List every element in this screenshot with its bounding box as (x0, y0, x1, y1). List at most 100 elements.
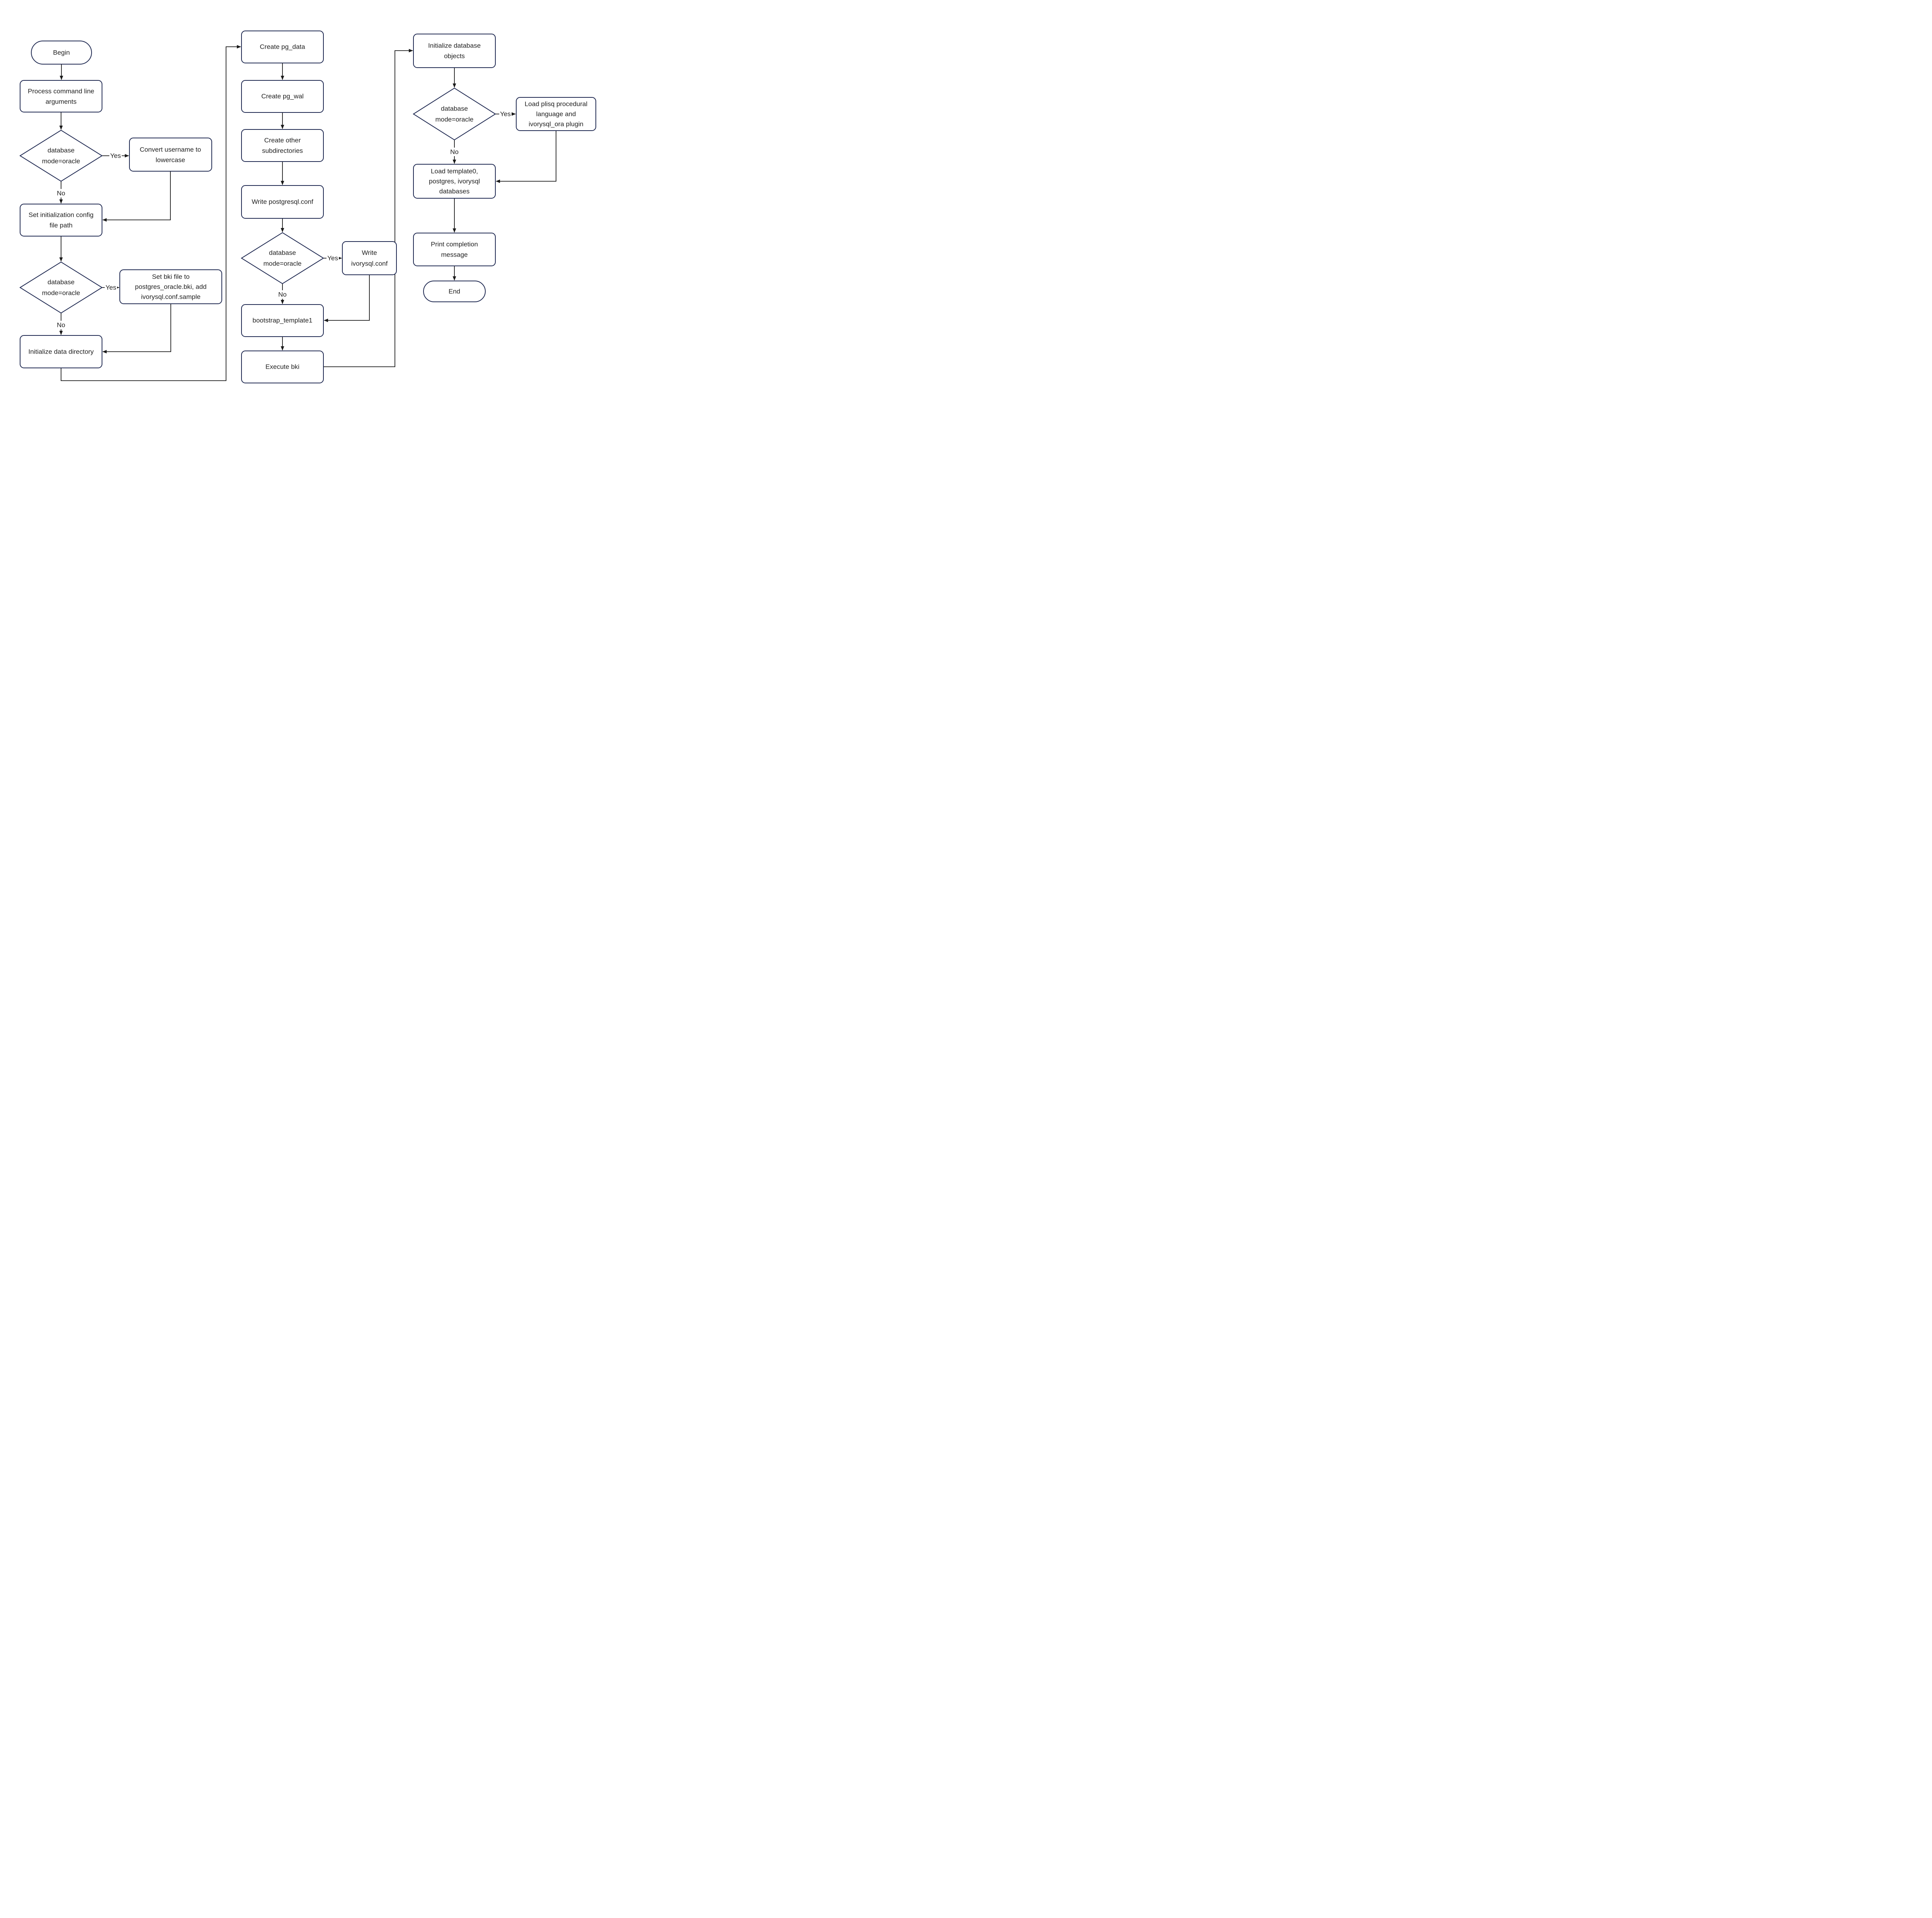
node-decision-mode-4: database mode=oracle (413, 87, 496, 141)
node-load-plisq-plugin: Load plisq procedural language and ivory… (516, 97, 596, 131)
node-label: bootstrap_template1 (253, 317, 313, 324)
process-shape (516, 97, 596, 131)
node-label: database (441, 105, 468, 112)
decision4-no-label: No (450, 148, 459, 156)
node-label: ivorysql.conf (351, 260, 388, 267)
node-label: ivorysql.conf.sample (141, 293, 201, 301)
node-create-other-subdirs: Create other subdirectories (241, 129, 324, 162)
label-bg (56, 189, 66, 197)
process-shape (241, 351, 324, 383)
decision3-no-label: No (278, 291, 287, 298)
node-label: Convert username to (140, 146, 201, 153)
node-process-args: Process command line arguments (20, 80, 102, 112)
node-init-data-dir: Initialize data directory (20, 335, 102, 368)
node-label: database (48, 147, 75, 154)
node-label: database (48, 279, 75, 286)
process-shape (129, 138, 212, 172)
label-bg (499, 110, 512, 118)
decision2-no-label: No (57, 322, 65, 329)
node-begin: Begin (31, 41, 92, 65)
node-load-template-dbs: Load template0, postgres, ivorysql datab… (413, 164, 496, 199)
node-label: message (441, 251, 468, 259)
node-execute-bki: Execute bki (241, 351, 324, 383)
process-shape (342, 241, 397, 275)
node-label: Initialize data directory (28, 348, 94, 356)
label-bg (109, 151, 122, 160)
node-decision-mode-1: database mode=oracle (19, 129, 103, 182)
decision-shape (19, 129, 103, 182)
node-create-pg-data: Create pg_data (241, 31, 324, 63)
label-bg (56, 321, 66, 329)
node-label: Load plisq procedural (525, 100, 588, 108)
process-shape (413, 233, 496, 266)
process-shape (241, 31, 324, 63)
node-create-pg-wal: Create pg_wal (241, 80, 324, 113)
node-end: End (423, 281, 486, 302)
node-label: databases (439, 188, 469, 195)
node-label: mode=oracle (435, 116, 474, 123)
node-label: Set bki file to (152, 273, 189, 281)
decision2-yes-label: Yes (105, 284, 116, 291)
node-label: subdirectories (262, 147, 303, 155)
terminator-shape (423, 281, 486, 302)
node-label: file path (49, 222, 73, 229)
decision-shape (241, 232, 324, 284)
node-label: objects (444, 53, 465, 60)
process-shape (241, 185, 324, 219)
node-label: postgres_oracle.bki, add (135, 283, 206, 291)
node-set-bki-file: Set bki file to postgres_oracle.bki, add… (119, 269, 222, 304)
node-label: mode=oracle (264, 260, 302, 267)
node-convert-username: Convert username to lowercase (129, 138, 212, 172)
terminator-shape (31, 41, 92, 65)
node-label: Create pg_data (260, 43, 305, 51)
node-label: Initialize database (428, 42, 481, 49)
edge-execute-bki-to-init-db-objects (324, 49, 413, 367)
node-label: Execute bki (265, 363, 299, 371)
decision-shape (413, 87, 496, 141)
process-shape (241, 304, 324, 337)
decision3-yes-label: Yes (327, 255, 338, 262)
node-label: arguments (46, 98, 77, 106)
node-label: mode=oracle (42, 158, 80, 165)
edge-init-data-dir-to-create-pg-data (61, 45, 241, 381)
node-label: mode=oracle (42, 289, 80, 297)
node-label: language and (536, 111, 576, 118)
node-write-postgresql-conf: Write postgresql.conf (241, 185, 324, 219)
edge-labels: Yes No Yes No Yes No Yes No (56, 110, 512, 329)
label-bg (327, 254, 339, 262)
process-shape (20, 204, 102, 237)
edge-set-bki-file-to-init-data-dir (102, 304, 171, 354)
label-bg (277, 290, 288, 299)
node-label: database (269, 249, 296, 257)
label-bg (105, 283, 117, 292)
node-label: ivorysql_ora plugin (529, 121, 583, 128)
process-shape (20, 80, 102, 112)
process-shape (413, 164, 496, 199)
node-label: Create pg_wal (261, 93, 304, 100)
node-decision-mode-2: database mode=oracle (19, 261, 103, 314)
flowchart-page: Yes No Yes No Yes No Yes No Begin Proces… (0, 0, 597, 422)
process-shape (119, 269, 222, 304)
edge-convert-username-to-set-init-config (102, 171, 171, 222)
decision1-no-label: No (57, 190, 65, 197)
edges (59, 45, 556, 381)
process-shape (20, 335, 102, 368)
decision4-yes-label: Yes (500, 111, 511, 118)
node-label: lowercase (156, 157, 185, 164)
node-bootstrap-template1: bootstrap_template1 (241, 304, 324, 337)
decision-shape (19, 261, 103, 314)
node-label: Process command line (28, 88, 94, 95)
node-label: End (449, 288, 460, 295)
node-label: Load template0, (431, 168, 478, 175)
node-label: Write (362, 249, 377, 257)
node-label: Set initialization config (29, 211, 94, 219)
node-print-completion: Print completion message (413, 233, 496, 266)
process-shape (413, 34, 496, 68)
edge-load-plisq-plugin-to-load-template-dbs (496, 131, 556, 183)
node-label: Begin (53, 49, 70, 56)
node-label: postgres, ivorysql (429, 178, 480, 185)
flowchart-canvas: Yes No Yes No Yes No Yes No Begin Proces… (19, 31, 596, 383)
decision1-yes-label: Yes (110, 152, 121, 160)
node-label: Write postgresql.conf (252, 198, 313, 206)
node-decision-mode-3: database mode=oracle (241, 232, 324, 284)
